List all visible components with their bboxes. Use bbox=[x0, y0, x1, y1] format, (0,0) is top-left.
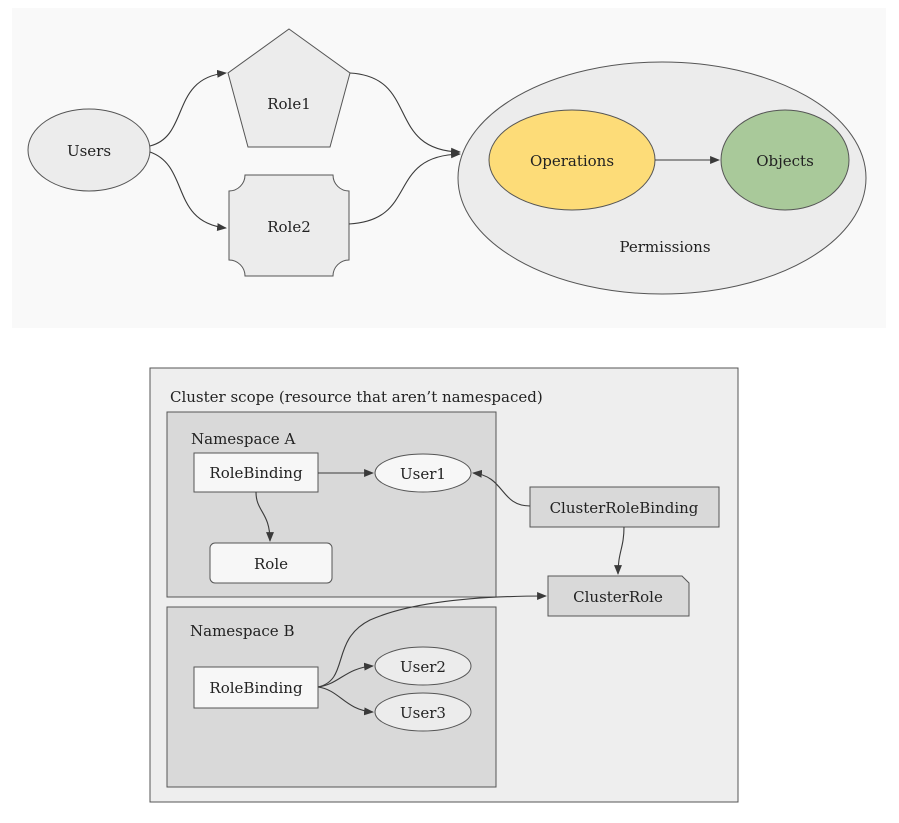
edge-clusterrolebinding-clusterrole bbox=[614, 526, 625, 575]
operations-label: Operations bbox=[530, 152, 614, 170]
user2-node bbox=[374, 646, 472, 686]
edge-role2-permissions bbox=[348, 150, 461, 225]
namespace-a-rolebinding-label: RoleBinding bbox=[209, 464, 303, 482]
edge-role1-permissions bbox=[349, 72, 461, 156]
clusterrolebinding-node bbox=[529, 486, 720, 528]
role1-label: Role1 bbox=[267, 95, 311, 113]
role2-node bbox=[228, 174, 350, 277]
clusterrolebinding-label: ClusterRoleBinding bbox=[550, 499, 699, 517]
role-label: Role bbox=[254, 555, 288, 573]
objects-node bbox=[720, 109, 850, 211]
role-node bbox=[209, 542, 333, 584]
bottom-diagram: Cluster scope (resource that aren’t name… bbox=[149, 367, 739, 803]
namespace-a-rolebinding-node bbox=[193, 452, 319, 493]
namespace-a-label: Namespace A bbox=[191, 430, 295, 448]
edge-rolebinding-b-user3 bbox=[317, 686, 374, 716]
user2-label: User2 bbox=[400, 658, 446, 676]
users-label: Users bbox=[67, 142, 111, 160]
namespace-b-label: Namespace B bbox=[190, 622, 294, 640]
user3-label: User3 bbox=[400, 704, 446, 722]
role2-label: Role2 bbox=[267, 218, 311, 236]
namespace-b-rolebinding-label: RoleBinding bbox=[209, 679, 303, 697]
clusterrole-label: ClusterRole bbox=[573, 588, 663, 606]
cluster-scope-label: Cluster scope (resource that aren’t name… bbox=[170, 388, 543, 406]
clusterrole-node bbox=[547, 575, 690, 617]
edge-users-role1 bbox=[149, 69, 227, 147]
user1-label: User1 bbox=[400, 465, 446, 483]
users-node bbox=[27, 108, 151, 192]
user1-node bbox=[374, 453, 472, 493]
role1-node bbox=[227, 28, 351, 148]
top-diagram: Permissions Users Role1 Role2 Operations… bbox=[12, 8, 886, 328]
edge-rolebinding-b-clusterrole bbox=[317, 592, 547, 688]
edge-rolebinding-a-role bbox=[255, 491, 274, 542]
objects-label: Objects bbox=[756, 152, 814, 170]
edge-users-role2 bbox=[149, 151, 227, 231]
namespace-b-rolebinding-node bbox=[193, 666, 319, 709]
permissions-label: Permissions bbox=[619, 238, 710, 256]
edge-rolebinding-b-user2 bbox=[317, 662, 374, 688]
user3-node bbox=[374, 692, 472, 732]
edge-clusterrolebinding-user1 bbox=[472, 469, 531, 507]
